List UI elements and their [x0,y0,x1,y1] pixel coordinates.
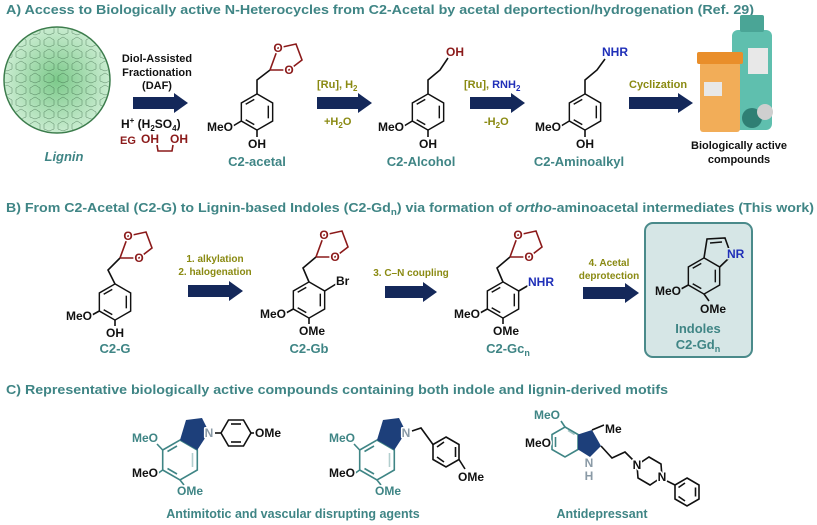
arrow-hydrogenation [317,93,372,113]
indole-structure: NR MeO OMe [653,237,746,318]
svg-text:N: N [402,426,411,440]
c2-gc-structure: O O NHR MeO OMe [452,227,555,340]
svg-text:NHR: NHR [528,275,554,289]
svg-text:Me: Me [605,422,622,436]
step2-reagent: [Ru], RNH2 [464,79,521,93]
cyclization-label: Cyclization [629,79,687,91]
svg-text:OH: OH [419,137,437,151]
c2-acetal-label: C2-acetal [228,154,286,169]
panel-c-title: C) Representative biologically active co… [6,382,668,397]
c2-acetal-structure: O O MeO OH [205,40,303,153]
antidepressant-compound: Me N H MeO MeO N N [523,407,700,507]
panel-a-title: A) Access to Biologically active N-Heter… [6,2,754,17]
svg-text:O: O [524,250,533,264]
svg-text:N: N [585,456,594,470]
step-cn-coupling: 3. C–N coupling [373,268,449,279]
svg-text:OMe: OMe [458,470,484,484]
eg-oh-1: OH [141,132,159,146]
antimitotic-label: Antimitotic and vascular disrupting agen… [166,507,420,521]
svg-text:OMe: OMe [493,324,519,338]
daf-line-1: Diol-Assisted [122,53,192,65]
arrow-daf [133,93,188,113]
svg-text:MeO: MeO [525,436,551,450]
product-line-1: Biologically active [691,140,787,152]
svg-text:OH: OH [248,137,266,151]
step-acetal: 4. Acetal [589,258,630,269]
c2-gb-label: C2-Gb [290,341,329,356]
c2-g-structure: O O MeO OH [64,228,153,342]
eg-label: EG [120,135,136,147]
svg-text:NR: NR [727,247,745,261]
indoles-label: Indoles [675,321,721,336]
product-line-2: compounds [708,154,770,166]
svg-text:MeO: MeO [132,431,158,445]
svg-text:O: O [273,41,282,55]
svg-text:OMe: OMe [255,426,281,440]
step2-byproduct: -H2O [484,116,509,130]
arrow-cyclization [629,93,693,113]
svg-text:NHR: NHR [602,45,628,59]
svg-text:MeO: MeO [260,307,286,321]
c2-aminoalkyl-label: C2-Aminoalkyl [534,154,624,169]
svg-text:OH: OH [106,326,124,340]
arrow-b1 [188,281,243,301]
svg-text:MeO: MeO [207,120,233,134]
lignin-image [3,26,111,134]
eg-oh-2: OH [170,132,188,146]
arrow-amination [470,93,525,113]
indoles-box [644,222,753,358]
lignin-label: Lignin [45,149,84,164]
svg-text:H: H [585,469,594,483]
svg-text:OMe: OMe [177,484,203,498]
arrow-b3 [583,283,639,303]
svg-text:OMe: OMe [375,484,401,498]
svg-text:N: N [205,426,214,440]
acid-label: H+ (H2SO4) [121,116,181,133]
c2-g-label: C2-G [99,341,130,356]
svg-text:Br: Br [336,274,350,288]
antimitotic-compound-1: N OMe MeO MeO OMe [130,418,283,500]
step1-reagent: [Ru], H2 [317,79,358,93]
svg-text:OMe: OMe [299,324,325,338]
medicine-bottles-image [697,15,773,132]
c2-alcohol-label: C2-Alcohol [387,154,456,169]
svg-text:O: O [513,228,522,242]
step1-byproduct: +H2O [324,116,352,130]
svg-text:MeO: MeO [329,466,355,480]
svg-text:MeO: MeO [534,408,560,422]
svg-text:MeO: MeO [535,120,561,134]
antimitotic-compound-2: N OMe MeO MeO OMe [327,418,486,500]
svg-text:O: O [284,63,293,77]
eg-bridge [156,144,174,152]
daf-line-2: Fractionation [122,67,192,79]
arrow-b2 [385,282,437,302]
svg-text:MeO: MeO [378,120,404,134]
svg-text:MeO: MeO [329,431,355,445]
svg-text:OH: OH [576,137,594,151]
svg-text:N: N [633,458,642,472]
svg-text:MeO: MeO [454,307,480,321]
svg-text:OH: OH [446,45,464,59]
c2-gb-structure: O O Br MeO OMe [258,227,351,340]
step-deprotection: deprotection [579,271,640,282]
svg-text:O: O [123,229,132,243]
svg-text:MeO: MeO [132,466,158,480]
c2-gd-label: C2-Gdn [676,337,721,354]
c2-gc-label: C2-Gcn [486,341,530,358]
panel-b-title: B) From C2-Acetal (C2-G) to Lignin-based… [6,200,814,217]
svg-text:MeO: MeO [655,284,681,298]
svg-text:O: O [319,228,328,242]
svg-text:O: O [330,250,339,264]
daf-line-3: (DAF) [142,80,172,92]
step-alkylation: 1. alkylation [186,254,243,265]
antidepressant-label: Antidepressant [557,507,649,521]
svg-text:OMe: OMe [700,302,726,316]
step-halogenation: 2. halogenation [178,267,251,278]
svg-text:N: N [658,470,667,484]
svg-text:MeO: MeO [66,309,92,323]
c2-alcohol-structure: OH MeO OH [376,44,465,153]
svg-text:O: O [134,251,143,265]
c2-aminoalkyl-structure: NHR MeO OH [533,44,629,153]
